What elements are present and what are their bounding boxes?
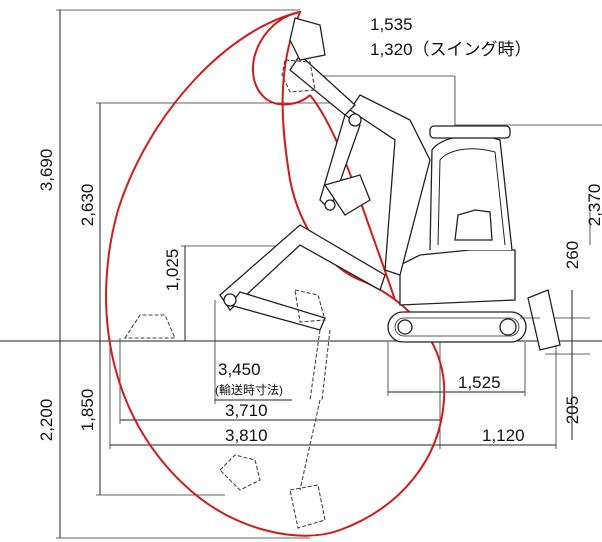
crawler-track [387, 311, 527, 343]
label-transport-length: 3,450 [218, 360, 261, 379]
label-reach-ground: 3,710 [225, 401, 268, 420]
bottom-dimension-lines [109, 300, 557, 449]
reach-inner-loop [252, 11, 311, 106]
bucket-top-2 [281, 59, 316, 93]
label-max-dig-height: 3,690 [37, 149, 56, 192]
boom-lowered [123, 224, 386, 529]
bucket-mid [323, 174, 371, 216]
label-blade-depth: 205 [563, 396, 582, 424]
label-top-radius-1: 1,535 [370, 15, 413, 34]
label-cab-height: 2,370 [585, 184, 602, 227]
label-wall-depth: 1,850 [78, 389, 97, 432]
excavator-body [387, 125, 561, 351]
upper-structure [399, 249, 516, 306]
label-blade-lift: 1,025 [163, 249, 182, 292]
bucket-top [289, 17, 326, 61]
bucket-ground [123, 314, 176, 339]
bucket-wall [219, 454, 261, 491]
label-blade-offset: 1,120 [482, 426, 525, 445]
label-max-reach: 3,810 [225, 426, 268, 445]
left-dimension-lines [56, 9, 330, 539]
label-transport-note: (輸送時寸法) [215, 382, 283, 397]
label-top-radius-2: 1,320（スイング時） [370, 40, 532, 59]
boom-raised [281, 17, 431, 276]
label-track-length: 1,525 [458, 373, 501, 392]
canopy-roof [429, 125, 511, 139]
dozer-blade [527, 289, 561, 351]
bucket-deep [289, 484, 326, 529]
label-max-dump-height: 2,630 [78, 184, 97, 227]
label-max-dig-depth: 2,200 [37, 399, 56, 442]
bucket-near-ground [294, 289, 326, 323]
top-radius-dimension [300, 75, 602, 128]
label-blade-height: 260 [563, 241, 582, 269]
digging-reach-envelope [105, 10, 446, 537]
